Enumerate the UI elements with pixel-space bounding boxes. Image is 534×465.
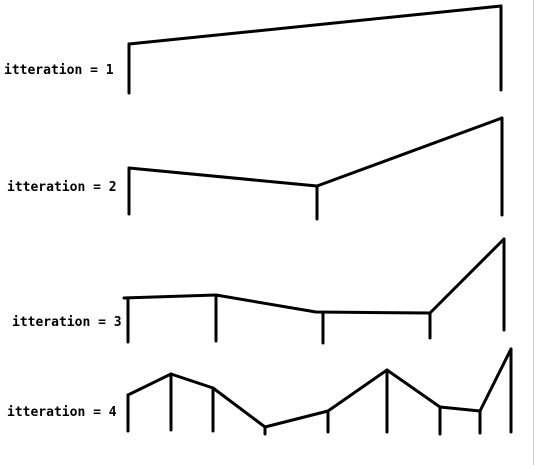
iteration-3-group: [122, 237, 506, 345]
iteration-1-roofline: [127, 4, 503, 46]
iteration-2-group: [127, 116, 504, 221]
iteration-3-roofline: [122, 237, 506, 315]
iteration-1-label: itteration = 1: [4, 63, 114, 78]
iteration-3-label: itteration = 3: [12, 315, 122, 330]
iteration-1-group: [127, 4, 503, 95]
iteration-2-label: itteration = 2: [7, 180, 117, 195]
iteration-4-label: itteration = 4: [7, 405, 117, 420]
iteration-4-group: [126, 347, 513, 436]
iteration-2-roofline: [127, 116, 504, 188]
iteration-4-roofline: [126, 347, 513, 429]
